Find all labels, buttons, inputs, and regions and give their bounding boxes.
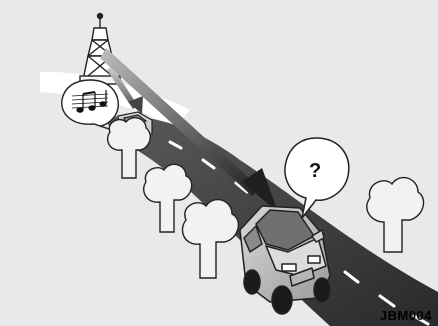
tree-1 <box>108 118 151 178</box>
figure-code-label: JBM004 <box>380 308 432 323</box>
tree-4 <box>367 178 424 252</box>
tree-3 <box>182 200 238 278</box>
question-mark: ? <box>309 160 321 183</box>
